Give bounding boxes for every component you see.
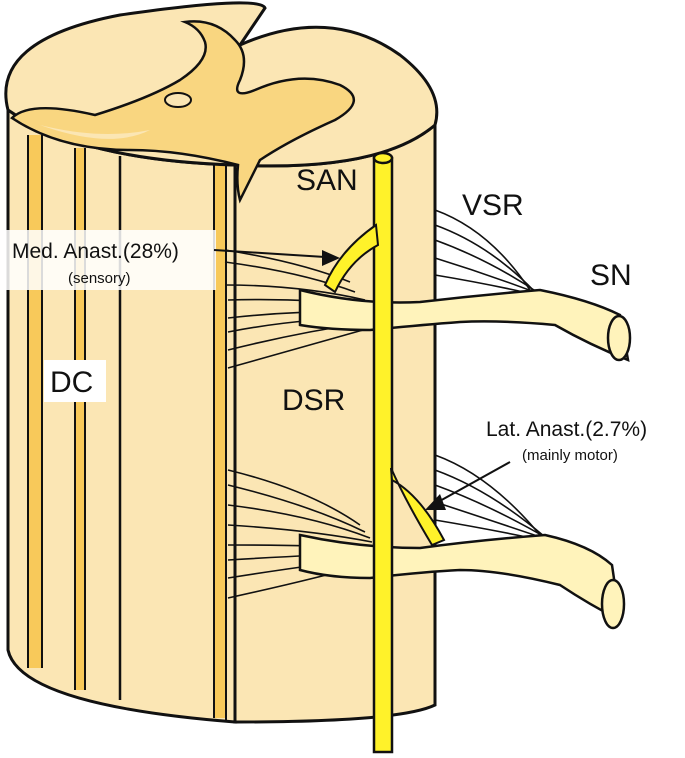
med-anast-arrowhead [322, 250, 340, 266]
cord-side-face [233, 121, 437, 724]
dc-label: DC [50, 366, 93, 399]
sn-label: SN [590, 259, 632, 292]
med-anast-label-bg [6, 230, 216, 290]
accessory-nerve-cap [372, 151, 394, 165]
dsr-label: DSR [282, 384, 345, 417]
dc-label-bg [44, 360, 106, 402]
lateral-anastomosis [390, 467, 446, 547]
lat-anast-sublabel: (mainly motor) [522, 447, 618, 464]
upper-nerve-end [606, 314, 632, 362]
spinal-accessory-nerve [323, 151, 446, 754]
white-matter-patch [40, 125, 150, 139]
lower-nerve-end [600, 578, 626, 630]
upper-ventral-rootlets [434, 209, 551, 299]
med-anast-label: Med. Anast.(28%) [12, 240, 179, 263]
accessory-nerve-trunk [372, 156, 394, 754]
medial-anastomosis [323, 223, 380, 294]
grey-matter [10, 20, 355, 204]
vsr-label: VSR [462, 189, 524, 222]
san-label: SAN [296, 164, 358, 197]
lat-anast-arrow-line [437, 461, 511, 503]
med-anast-sublabel: (sensory) [68, 270, 131, 287]
lat-anast-arrowhead [425, 494, 446, 510]
central-canal [164, 92, 192, 108]
med-anast-arrow-line [213, 249, 326, 258]
lat-anast-label: Lat. Anast.(2.7%) [486, 418, 647, 441]
